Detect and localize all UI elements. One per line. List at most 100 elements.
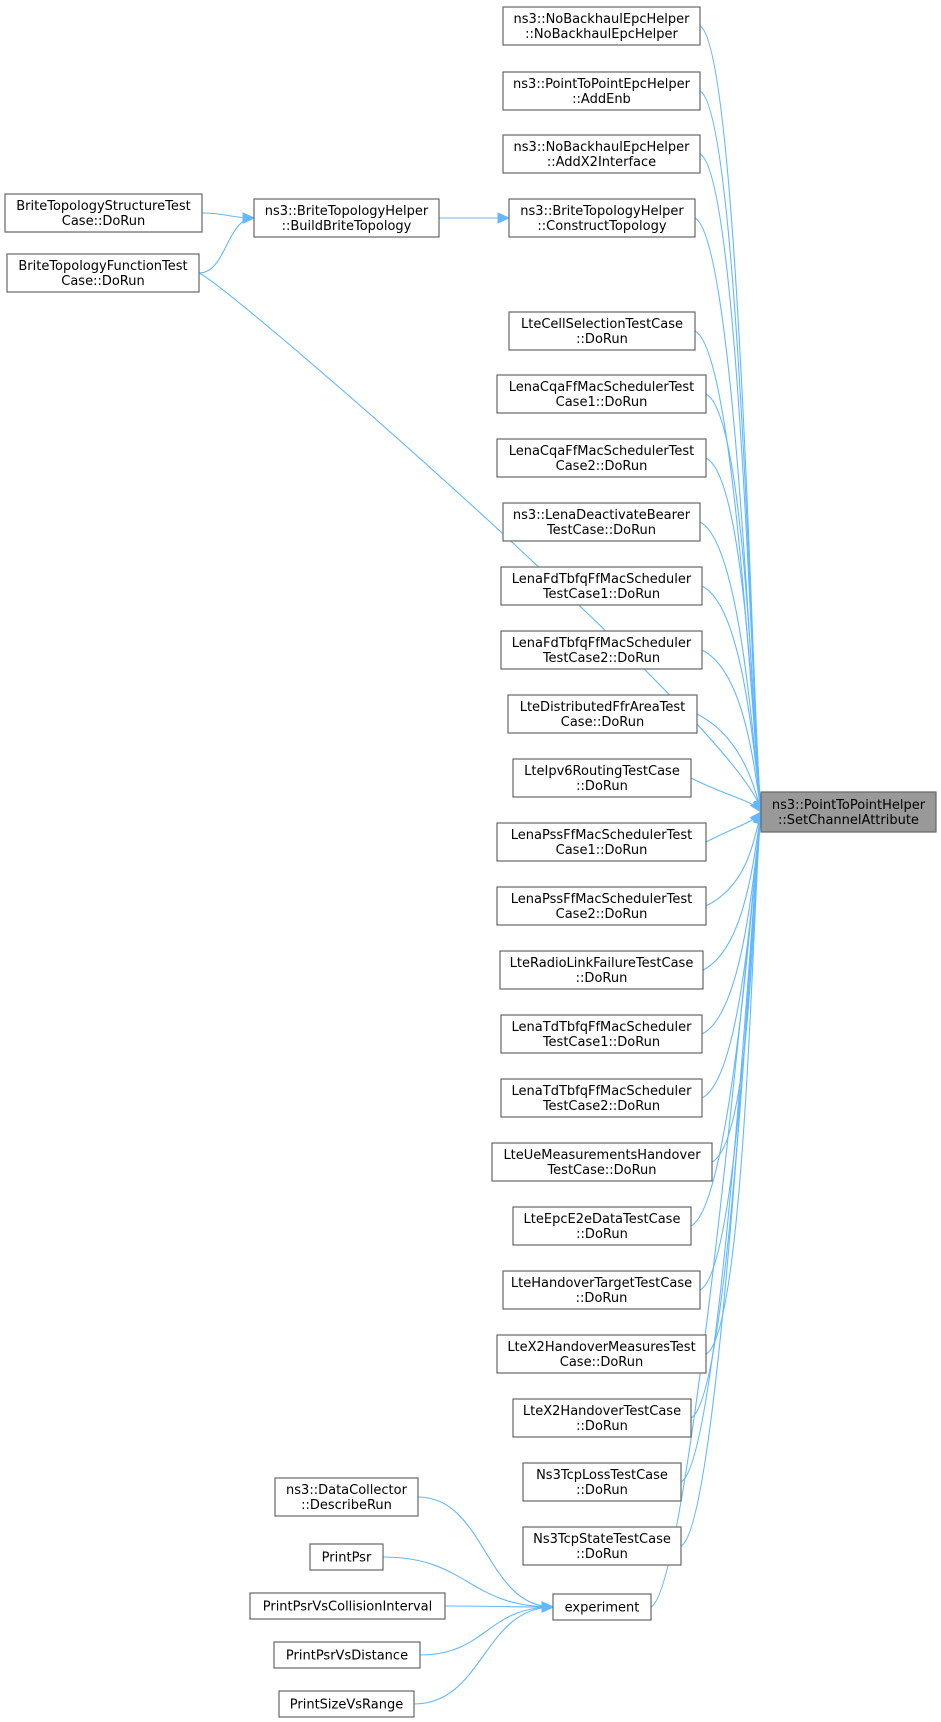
node-dc-describe[interactable]: ns3::DataCollector::DescribeRun [274,1477,419,1517]
edge-line [701,649,762,813]
node-label: LenaFdTbfqFfMacScheduler [512,572,692,587]
node-box [500,566,703,606]
node-label: ::AddX2Interface [547,155,656,170]
node-lte-cellsel[interactable]: LteCellSelectionTestCase::DoRun [508,311,696,351]
edge-line [705,393,762,813]
edge-line [198,272,762,813]
node-box [253,198,440,238]
edge-deact-to-target [699,521,766,814]
node-printpsr-dist[interactable]: PrintPsrVsDistance [273,1641,421,1669]
arrowhead [541,1601,555,1613]
node-label: BriteTopologyStructureTest [16,199,190,214]
edge-line [198,217,255,274]
node-x2ho[interactable]: LteX2HandoverTestCase::DoRun [512,1398,692,1438]
node-target[interactable]: ns3::PointToPointHelper::SetChannelAttri… [760,791,937,833]
node-printsize[interactable]: PrintSizeVsRange [278,1690,415,1718]
node-label: LteX2HandoverTestCase [523,1404,681,1419]
node-box [522,1526,682,1566]
edge-line [711,811,762,1163]
node-label: ::AddEnb [572,92,631,107]
node-nobh-addx2[interactable]: ns3::NoBackhaulEpcHelper::AddX2Interface [502,134,701,174]
node-label: Case1::DoRun [556,843,648,858]
node-label: ::DoRun [576,971,628,986]
node-label: Case2::DoRun [556,459,648,474]
nodes-layer: ns3::PointToPointHelper::SetChannelAttri… [4,6,937,1718]
arrowhead [497,212,511,224]
node-nobh-ctor[interactable]: ns3::NoBackhaulEpcHelper::NoBackhaulEpcH… [502,6,701,46]
node-brite-construct[interactable]: ns3::BriteTopologyHelper::ConstructTopol… [508,198,696,238]
node-label: TestCase::DoRun [546,1163,656,1178]
node-label: Ns3TcpStateTestCase [533,1532,671,1547]
node-box [6,253,200,293]
node-p2p-addenb[interactable]: ns3::PointToPointEpcHelper::AddEnb [502,71,701,111]
edge-line [705,457,762,813]
node-label: TestCase2::DoRun [542,651,660,666]
node-rlf[interactable]: LteRadioLinkFailureTestCase::DoRun [499,950,704,990]
node-label: TestCase1::DoRun [542,1035,660,1050]
node-box [499,950,704,990]
node-label: LteX2HandoverMeasuresTest [507,1340,695,1355]
node-tcploss[interactable]: Ns3TcpLossTestCase::DoRun [522,1462,682,1502]
node-box [274,1477,419,1517]
node-hotarget[interactable]: LteHandoverTargetTestCase::DoRun [502,1270,701,1310]
node-ipv6[interactable]: LteIpv6RoutingTestCase::DoRun [512,758,692,798]
node-label: ::ConstructTopology [537,219,666,234]
edge-printpsr-ci-to-experiment [444,1601,555,1613]
node-brite-build[interactable]: ns3::BriteTopologyHelper::BuildBriteTopo… [253,198,440,238]
node-printpsr-ci[interactable]: PrintPsrVsCollisionInterval [249,1592,446,1620]
node-box [502,71,701,111]
node-box [512,758,692,798]
node-box [552,1593,652,1621]
node-label: PrintPsr [322,1551,372,1566]
node-box [500,630,703,670]
node-label: Case2::DoRun [556,907,648,922]
node-label: TestCase1::DoRun [542,587,660,602]
node-label: PrintPsrVsDistance [286,1649,408,1664]
edge-line [382,1556,554,1608]
node-tcpstate[interactable]: Ns3TcpStateTestCase::DoRun [522,1526,682,1566]
node-box [512,1398,692,1438]
edge-ipv6-to-target [690,777,762,814]
node-label: ::DoRun [576,1547,628,1562]
node-box [502,6,701,46]
edge-line [419,1606,554,1656]
node-label: BriteTopologyFunctionTest [18,259,187,274]
node-box [496,438,707,478]
node-epce2e[interactable]: LteEpcE2eDataTestCase::DoRun [512,1206,692,1246]
node-label: ::SetChannelAttribute [778,813,919,828]
node-printpsr[interactable]: PrintPsr [309,1543,384,1571]
edge-line [699,90,762,813]
node-box [273,1641,421,1669]
node-label: Case::DoRun [62,214,145,229]
node-label: experiment [565,1601,640,1616]
node-label: ::DoRun [576,1419,628,1434]
node-label: LenaTdTbfqFfMacScheduler [512,1084,693,1099]
node-label: Ns3TcpLossTestCase [536,1468,668,1483]
node-box [496,886,707,926]
node-label: ::DescribeRun [301,1498,392,1513]
edge-printsize-to-experiment [413,1601,555,1705]
node-label: ns3::PointToPointEpcHelper [513,77,691,92]
node-box [760,791,937,833]
node-label: LteCellSelectionTestCase [521,317,683,332]
node-label: LenaFdTbfqFfMacScheduler [512,636,692,651]
edge-brite-func-to-brite-build [198,212,256,274]
node-experiment[interactable]: experiment [552,1593,652,1621]
arrowhead [242,212,256,224]
edge-line [702,811,762,971]
